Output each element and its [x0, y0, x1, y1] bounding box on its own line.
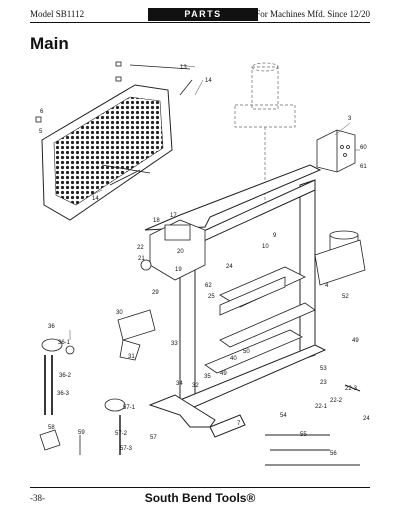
- svg-text:17: 17: [170, 213, 177, 219]
- electrical-box: [316, 129, 356, 173]
- pump-motor: [314, 230, 366, 286]
- svg-text:57-1: 57-1: [123, 405, 136, 411]
- svg-text:22-1: 22-1: [315, 404, 328, 410]
- model-label: Model SB1112: [30, 9, 85, 19]
- svg-text:35: 35: [204, 374, 211, 380]
- bed-plates: [204, 266, 316, 374]
- svg-text:36-2: 36-2: [59, 373, 72, 379]
- svg-text:40: 40: [230, 356, 237, 362]
- svg-text:36: 36: [48, 324, 55, 330]
- svg-text:50: 50: [243, 349, 250, 355]
- svg-text:3: 3: [348, 116, 352, 122]
- svg-text:57-3: 57-3: [120, 446, 133, 452]
- svg-text:53: 53: [320, 366, 327, 372]
- section-tab: PARTS: [148, 8, 258, 21]
- svg-text:13: 13: [180, 65, 187, 71]
- svg-text:49: 49: [352, 338, 359, 344]
- svg-text:7: 7: [237, 421, 241, 427]
- svg-text:49: 49: [220, 371, 227, 377]
- svg-text:20: 20: [177, 249, 184, 255]
- svg-text:24: 24: [363, 416, 370, 422]
- svg-text:29: 29: [152, 290, 159, 296]
- footer-divider: [30, 487, 370, 488]
- svg-text:60: 60: [360, 145, 367, 151]
- svg-text:6: 6: [40, 109, 44, 115]
- svg-text:61: 61: [360, 164, 367, 170]
- svg-text:9: 9: [273, 233, 277, 239]
- press-base: [148, 394, 246, 438]
- svg-text:14: 14: [205, 78, 212, 84]
- svg-text:10: 10: [262, 244, 269, 250]
- svg-text:36-1: 36-1: [58, 340, 71, 346]
- svg-text:59: 59: [78, 430, 85, 436]
- press-frame: [144, 164, 327, 412]
- svg-text:55: 55: [300, 432, 307, 438]
- hydraulic-cylinder-ghost: [234, 62, 296, 210]
- parts-diagram-svg: 13 14 6 5 3 60 61 14 18 17 22 21 20 19 2…: [35, 61, 370, 466]
- svg-text:21: 21: [138, 256, 145, 262]
- page-title: Main: [30, 34, 69, 53]
- svg-text:34: 34: [176, 381, 183, 387]
- svg-text:32: 32: [192, 383, 199, 389]
- svg-text:31: 31: [128, 354, 135, 360]
- svg-text:24: 24: [226, 264, 233, 270]
- svg-text:4: 4: [325, 283, 329, 289]
- svg-text:30: 30: [116, 310, 123, 316]
- svg-text:36-3: 36-3: [57, 391, 70, 397]
- svg-text:54: 54: [280, 413, 287, 419]
- svg-text:19: 19: [175, 267, 182, 273]
- svg-text:22-2: 22-2: [330, 398, 343, 404]
- svg-text:18: 18: [153, 218, 160, 224]
- manufacture-note: For Machines Mfd. Since 12/20: [255, 9, 370, 19]
- exploded-parts-diagram: 13 14 6 5 3 60 61 14 18 17 22 21 20 19 2…: [30, 55, 375, 470]
- svg-text:57: 57: [150, 435, 157, 441]
- mesh-guard: [41, 84, 173, 221]
- callout-labels: 13 14 6 5 3 60 61 14 18 17 22 21 20 19 2…: [39, 65, 370, 457]
- svg-text:14: 14: [92, 196, 99, 202]
- svg-text:57-2: 57-2: [115, 431, 128, 437]
- svg-text:52: 52: [342, 294, 349, 300]
- svg-text:56: 56: [330, 451, 337, 457]
- brand-name: South Bend Tools®: [144, 491, 256, 505]
- page-number: -38-: [30, 493, 45, 503]
- svg-text:23: 23: [320, 380, 327, 386]
- svg-text:58: 58: [48, 425, 55, 431]
- page-header: Model SB1112 PARTS For Machines Mfd. Sin…: [30, 8, 370, 21]
- svg-text:25: 25: [208, 294, 215, 300]
- header-divider: [30, 22, 370, 23]
- svg-text:5: 5: [39, 129, 43, 135]
- svg-text:22: 22: [137, 245, 144, 251]
- svg-text:62: 62: [205, 283, 212, 289]
- svg-text:33: 33: [171, 341, 178, 347]
- svg-text:22-3: 22-3: [345, 386, 358, 392]
